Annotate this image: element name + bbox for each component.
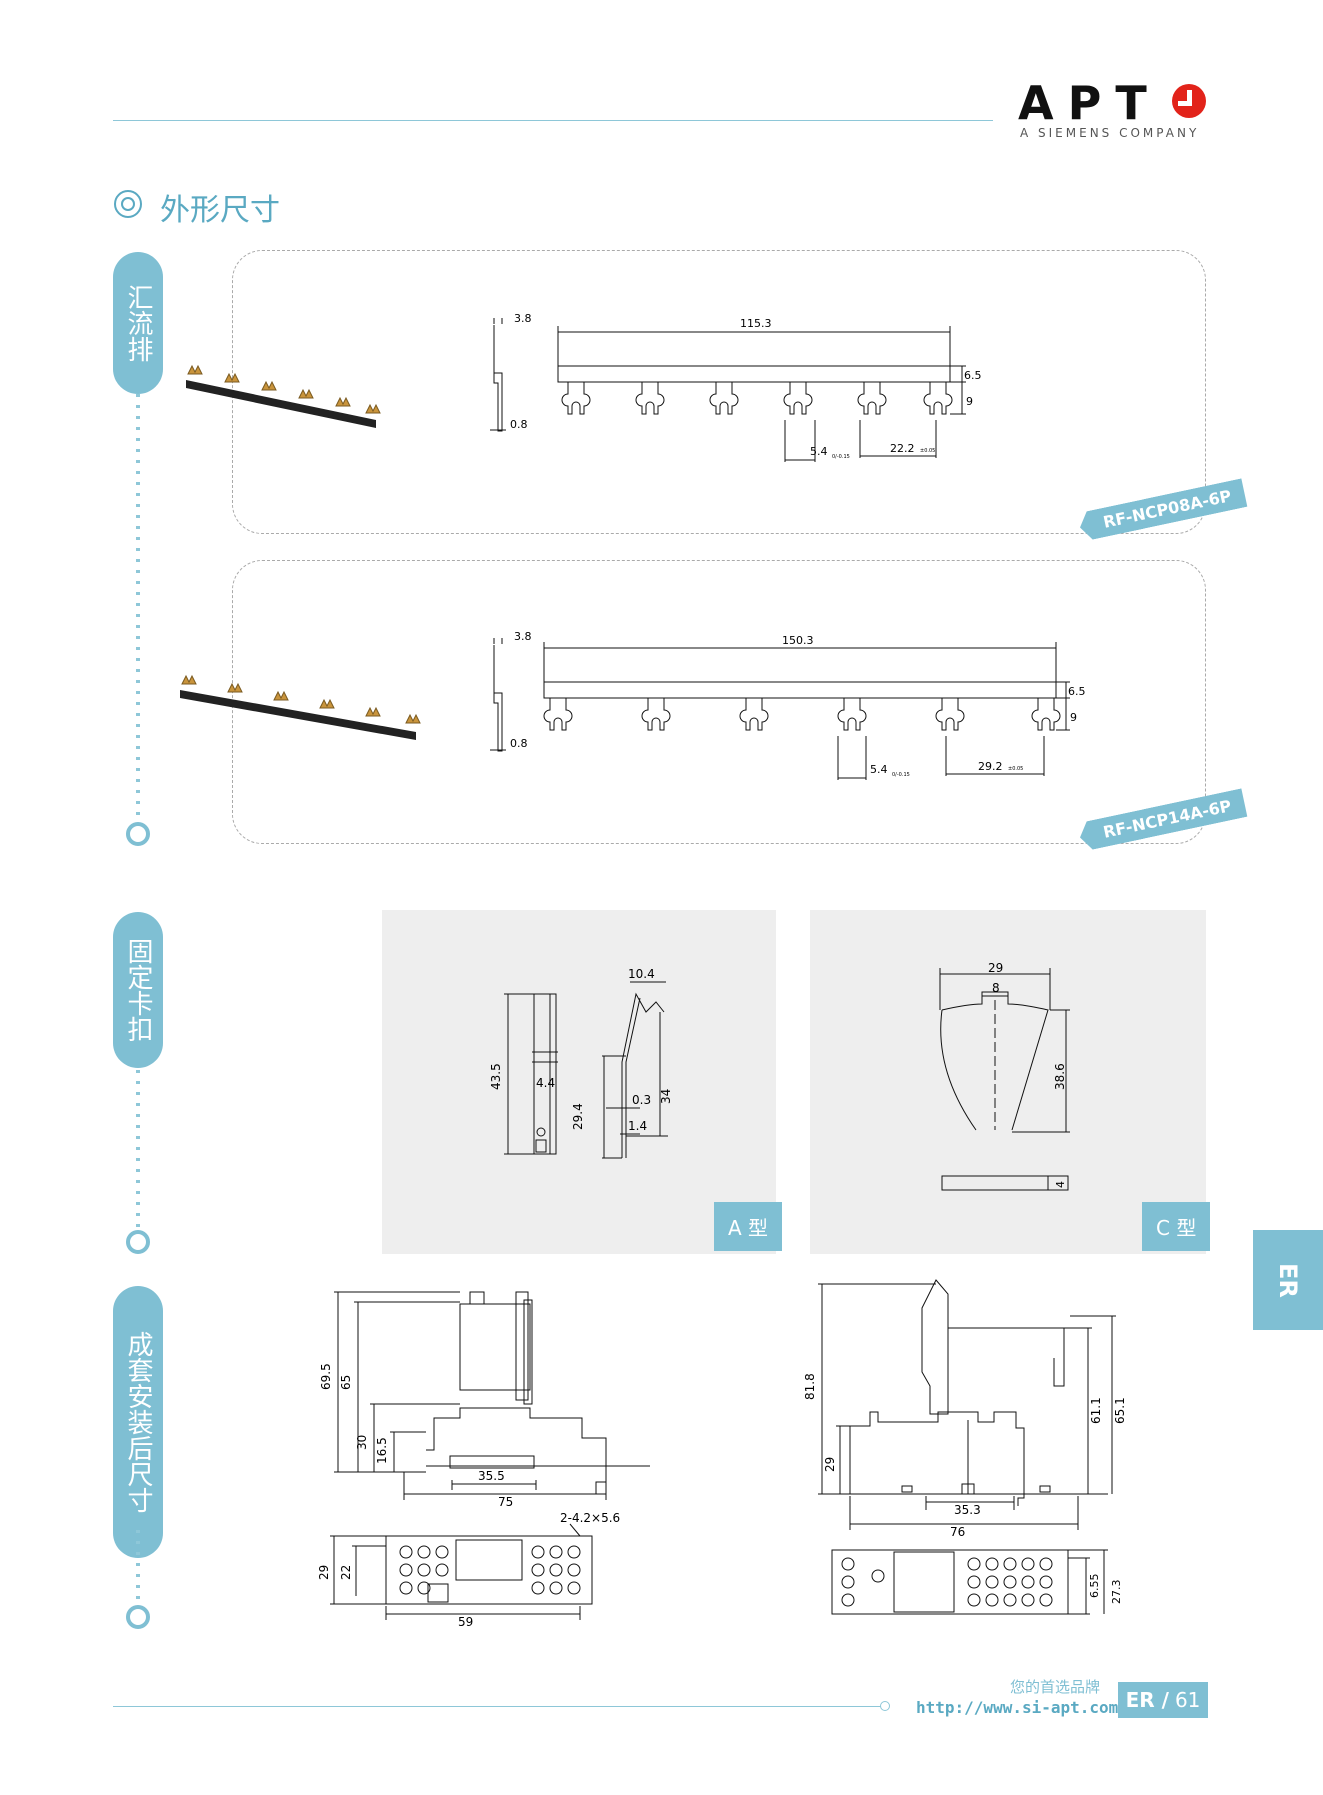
dim-h3: 34 [659,1089,673,1104]
dim-width: 10.4 [628,967,655,981]
dim-h-65: 65 [339,1375,353,1390]
dim-h2: 9 [966,395,973,408]
dim-depth: 29 [317,1565,331,1580]
dim-w-75: 75 [498,1495,513,1509]
dim-h-30: 30 [355,1435,369,1450]
dim-fork: 5.4 [810,445,828,458]
dotted-connector [136,1530,140,1600]
footer-rule-end-icon [880,1701,890,1711]
dim-w2: 4.4 [536,1076,555,1090]
dim-thick: 4 [1054,1181,1067,1188]
dim-t1: 0.3 [632,1093,651,1107]
ring-marker [126,1605,150,1629]
clip-a-drawing: 43.5 4.4 10.4 29.4 34 0.3 1.4 [489,967,673,1159]
dim-h-655: 6.55 [1088,1574,1101,1599]
dim-w-76: 76 [950,1525,965,1539]
dim-h1: 6.5 [1068,685,1086,698]
dim-length: 115.3 [740,317,772,330]
footer-rule [113,1706,883,1707]
dim-h-65: 65.1 [1113,1397,1127,1424]
dim-h2: 9 [1070,711,1077,724]
dim-h-total: 69.5 [319,1363,333,1390]
clip-a-panel [382,910,776,1254]
tab-clip: 固定卡扣 [113,912,163,1068]
dim-height: 43.5 [489,1063,503,1090]
clip-a-type: A 型 [714,1202,783,1251]
section-title: 外形尺寸 [160,193,280,228]
assembly-left-drawing: 69.5 65 30 16.5 35.5 75 2-4.2×5.6 29 22 … [317,1291,650,1629]
dotted-connector [136,1070,140,1230]
dim-thickness: 3.8 [514,312,532,325]
dim-h-61: 61.1 [1089,1397,1103,1424]
dim-h1: 6.5 [964,369,982,382]
footer-url[interactable]: http://www.si-apt.com [916,1698,1119,1717]
dim-h-29: 29 [823,1457,837,1472]
dim-w-59: 59 [458,1615,473,1629]
assembly-right-drawing: 81.8 29 61.1 65.1 35.3 76 6.55 27.3 [803,1279,1127,1615]
clip-c-drawing: 29 8 38.6 4 [939,961,1070,1191]
clip-c-type: C 型 [1142,1202,1211,1251]
dim-plate: 0.8 [510,418,528,431]
dim-height: 38.6 [1053,1063,1067,1090]
dim-pitch-tol: ±0.05 [1008,766,1023,772]
side-tab-er: ER [1253,1230,1323,1330]
tab-assembly: 成套安装后尺寸 [113,1286,163,1558]
dim-pitch-tol: ±0.05 [920,448,935,454]
dim-h-273: 27.3 [1110,1580,1123,1605]
dim-h-16: 16.5 [375,1437,389,1464]
dim-plate: 0.8 [510,737,528,750]
dim-h-total: 81.8 [803,1373,817,1400]
header-rule [113,120,993,121]
tab-busbar: 汇流排 [113,252,163,394]
dim-pitch: 22.2 [890,442,915,455]
dotted-connector [136,394,140,818]
brand-subtitle: A SIEMENS COMPANY [1020,126,1200,140]
dim-w-35: 35.3 [954,1503,981,1517]
footer-section: ER / [1125,1688,1169,1712]
dim-depth2: 22 [339,1565,353,1580]
dim-holes: 2-4.2×5.6 [560,1511,620,1525]
busbar-1-drawing: 3.8 0.8 115.3 6.5 9 5.4 0/-0.15 22.2 ±0.… [490,312,982,462]
dim-fork: 5.4 [870,763,888,776]
busbar-2-photo [180,674,421,740]
busbar-2-drawing: 3.8 0.8 150.3 6.5 9 5.4 0/-0.15 29.2 ±0.… [490,630,1086,780]
clip-c-panel [810,910,1206,1254]
page-number: 61 [1174,1688,1201,1712]
footer-slogan: 您的首选品牌 [1010,1678,1101,1696]
dim-t2: 1.4 [628,1119,647,1133]
dim-pitch: 29.2 [978,760,1003,773]
page-number-badge: ER / 61 [1118,1682,1208,1718]
dim-thickness: 3.8 [514,630,532,643]
dim-h2: 29.4 [571,1103,585,1130]
dim-w-35: 35.5 [478,1469,505,1483]
brand-logo: APT [1018,76,1161,130]
brand-power-icon [1172,84,1206,118]
ring-marker [126,822,150,846]
ring-marker [126,1230,150,1254]
dim-width: 29 [988,961,1003,975]
dim-fork-tol: 0/-0.15 [832,454,850,460]
dim-length: 150.3 [782,634,814,647]
dim-inner: 8 [992,981,1000,995]
dim-fork-tol: 0/-0.15 [892,772,910,778]
target-circle-icon [114,190,142,218]
busbar-1-photo [186,364,381,428]
